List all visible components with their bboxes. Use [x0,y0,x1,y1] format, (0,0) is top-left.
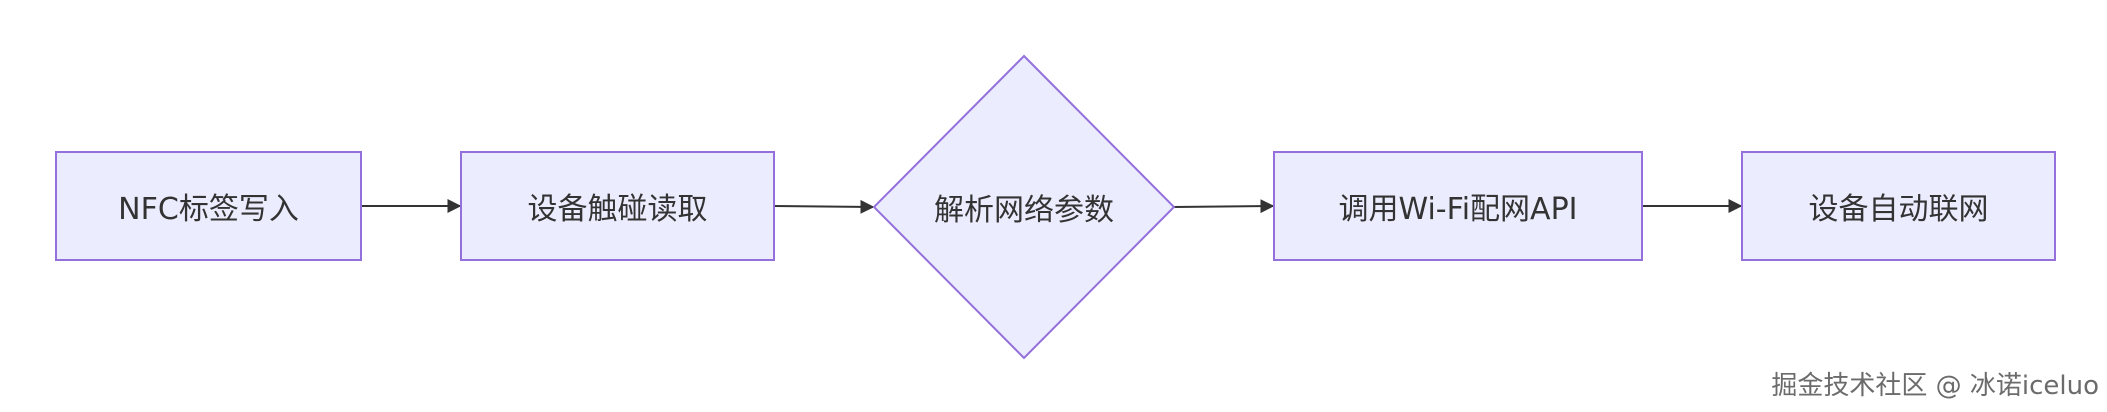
node-device-auto-connect [1741,151,2056,261]
watermark-text: 掘金技术社区 @ 冰诺iceluo [1771,371,2099,401]
node-device-touch-read [460,151,775,261]
node-label-device-touch-read: 设备触碰读取 [527,192,708,227]
node-label-call-wifi-api: 调用Wi-Fi配网API [1338,192,1578,227]
edge-device-read-to-parse [773,199,875,214]
node-parse-network-params [872,54,1176,360]
node-call-wifi-api [1273,151,1643,261]
node-label-nfc-tag-write: NFC标签写入 [118,192,299,227]
node-label-parse-network-params: 解析网络参数 [934,193,1114,228]
edge-parse-to-wifi-api [1173,199,1275,214]
node-nfc-tag-write [55,151,362,261]
node-label-device-auto-connect: 设备自动联网 [1808,192,1989,227]
